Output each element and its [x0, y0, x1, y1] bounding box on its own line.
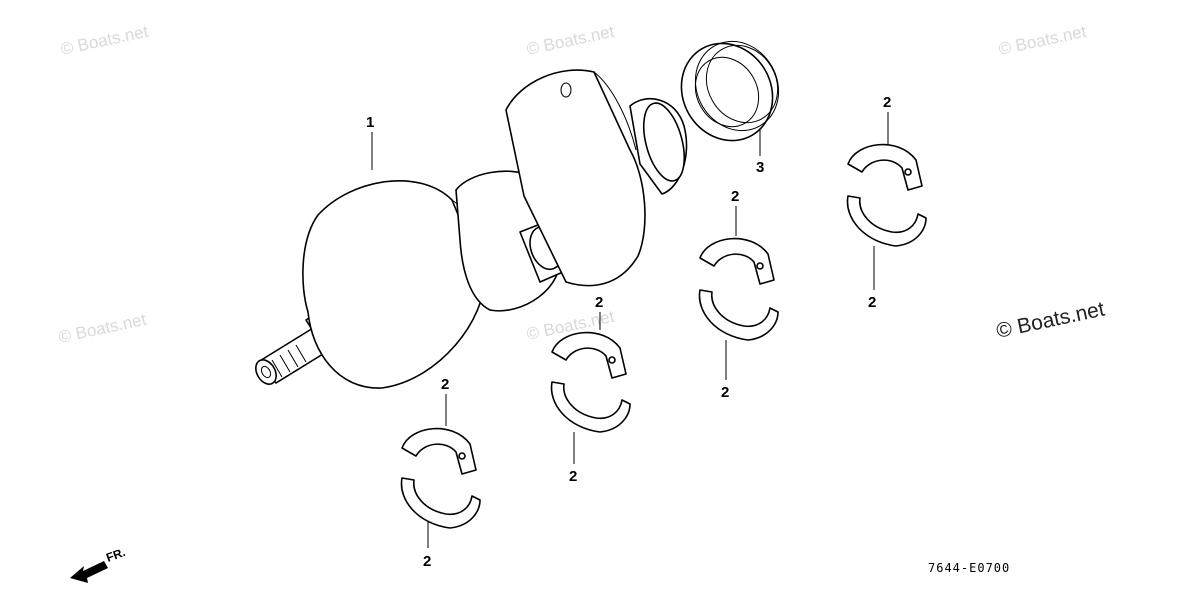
leader-lines	[371, 112, 889, 548]
callout-bearing: 2	[569, 468, 577, 485]
callout-bearing: 2	[595, 294, 603, 311]
callout-bearing: 2	[731, 188, 739, 205]
front-label: FR.	[104, 545, 127, 565]
bearing-set-4[interactable]	[846, 143, 927, 247]
callout-oil-seal: 3	[756, 159, 764, 176]
bearing-set-3[interactable]	[698, 237, 779, 341]
watermark-faint: © Boats.net	[525, 22, 616, 59]
callout-bearing: 2	[423, 553, 431, 570]
bearing-set-1[interactable]	[400, 427, 481, 529]
callout-bearing: 2	[441, 376, 449, 393]
watermark-faint: © Boats.net	[997, 22, 1088, 59]
crankshaft-part[interactable]	[252, 69, 692, 389]
callout-bearing: 2	[883, 94, 891, 111]
front-direction-indicator: FR.	[70, 545, 127, 583]
callout-crankshaft: 1	[366, 114, 374, 131]
watermark-faint: © Boats.net	[57, 310, 148, 347]
diagram-code: 7644-E0700	[928, 561, 1010, 575]
callout-bearing: 2	[868, 294, 876, 311]
callout-labels: 1 3 2 2 2 2 2 2 2 2	[366, 94, 891, 570]
callout-bearing: 2	[721, 384, 729, 401]
watermark-main: © Boats.net	[994, 297, 1107, 342]
oil-seal-part[interactable]	[664, 26, 795, 157]
watermark-faint: © Boats.net	[59, 22, 150, 59]
front-arrow-icon	[70, 561, 108, 583]
bearing-set-2[interactable]	[550, 331, 631, 433]
